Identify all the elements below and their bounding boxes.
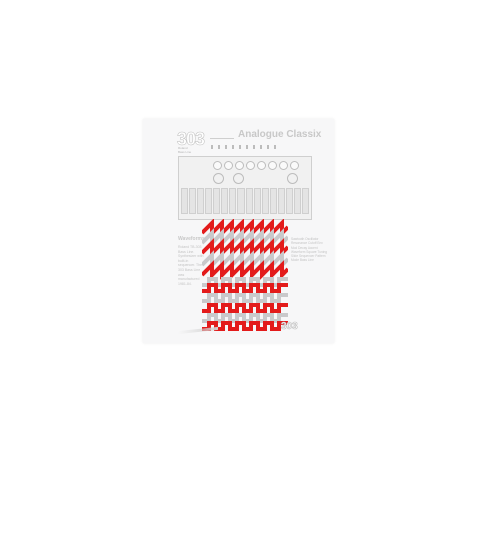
knob-icon [213, 161, 222, 170]
footer-logo: 303 [281, 321, 298, 333]
right-description: Sawtooth Oscillator Resonance Cutoff Env… [291, 237, 328, 263]
square-wave-red [202, 303, 288, 313]
sawtooth-wave-red [202, 238, 288, 258]
sawtooth-wave-red [202, 260, 288, 280]
knob-marker [225, 145, 227, 149]
knob-icon [268, 161, 277, 170]
key [189, 188, 197, 214]
key [261, 188, 269, 214]
key [285, 188, 293, 214]
knob-marker [274, 145, 276, 149]
knob-marker [246, 145, 248, 149]
key [253, 188, 261, 214]
key [237, 188, 245, 214]
knob-marker [253, 145, 255, 149]
keyboard-illustration [179, 188, 311, 214]
key [205, 188, 213, 214]
knob-marker [232, 145, 234, 149]
poster: 303 Analogue Classix Roland Bass Line Wa… [143, 119, 334, 343]
knob-marker [239, 145, 241, 149]
knob-icon [246, 161, 255, 170]
knob-icon [235, 161, 244, 170]
sawtooth-wave-grey [202, 228, 288, 248]
key [229, 188, 237, 214]
key [277, 188, 285, 214]
brand-number: 303 [177, 129, 206, 150]
key [293, 188, 301, 214]
square-wave-grey [202, 293, 288, 303]
key [245, 188, 253, 214]
key [213, 188, 221, 214]
key [181, 188, 189, 214]
square-wave-grey [202, 313, 288, 323]
key [221, 188, 229, 214]
top-knob-row [211, 145, 276, 149]
sawtooth-wave-red [202, 219, 288, 238]
knob-marker [218, 145, 220, 149]
waveform-pattern [202, 219, 288, 331]
knob-icon [224, 161, 233, 170]
mode-knob-icon [287, 173, 298, 184]
knob-marker [260, 145, 262, 149]
sawtooth-wave-grey [202, 250, 288, 270]
key [197, 188, 205, 214]
tempo-knob-icon [213, 173, 224, 184]
key [269, 188, 277, 214]
section-title: Waveforms [178, 236, 205, 242]
title-rule [210, 138, 234, 139]
knob-icon [279, 161, 288, 170]
key [301, 188, 309, 214]
knob-icon [257, 161, 266, 170]
knob-marker [211, 145, 213, 149]
synth-panel-illustration [178, 156, 312, 220]
square-wave-red [202, 283, 288, 293]
knob-icon [290, 161, 299, 170]
panel-knobs [213, 161, 299, 170]
poster-title: Analogue Classix [238, 129, 322, 140]
left-description: Roland TB-303 Bass Line. Synthesizer wit… [178, 245, 204, 286]
knob-marker [267, 145, 269, 149]
volume-knob-icon [233, 173, 244, 184]
poster-subtitle: Roland Bass Line [178, 146, 192, 154]
